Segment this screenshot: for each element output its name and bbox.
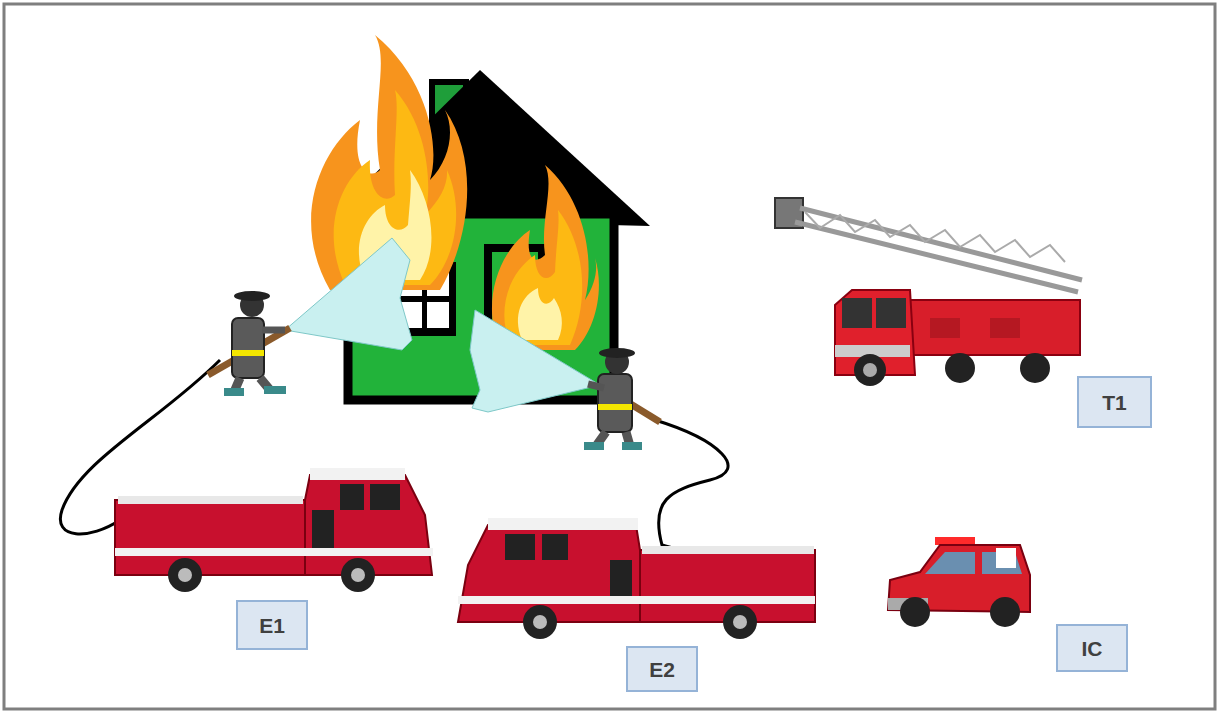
command-car [888,537,1030,627]
unit-label-box: E2 [626,646,698,692]
fire-engine [115,468,433,592]
unit-label-box: E1 [236,600,308,650]
ladder-truck [775,198,1082,386]
unit-label-box: T1 [1077,376,1152,428]
water-spray [285,238,600,412]
fire-engine [458,518,815,639]
unit-label: IC [1082,638,1103,659]
unit-label: E1 [259,615,285,636]
firefighter [584,348,660,450]
unit-label-box: IC [1056,624,1128,672]
firefighter [208,291,290,396]
frame [4,4,1215,709]
unit-label: E2 [649,659,675,680]
unit-label: T1 [1102,392,1127,413]
